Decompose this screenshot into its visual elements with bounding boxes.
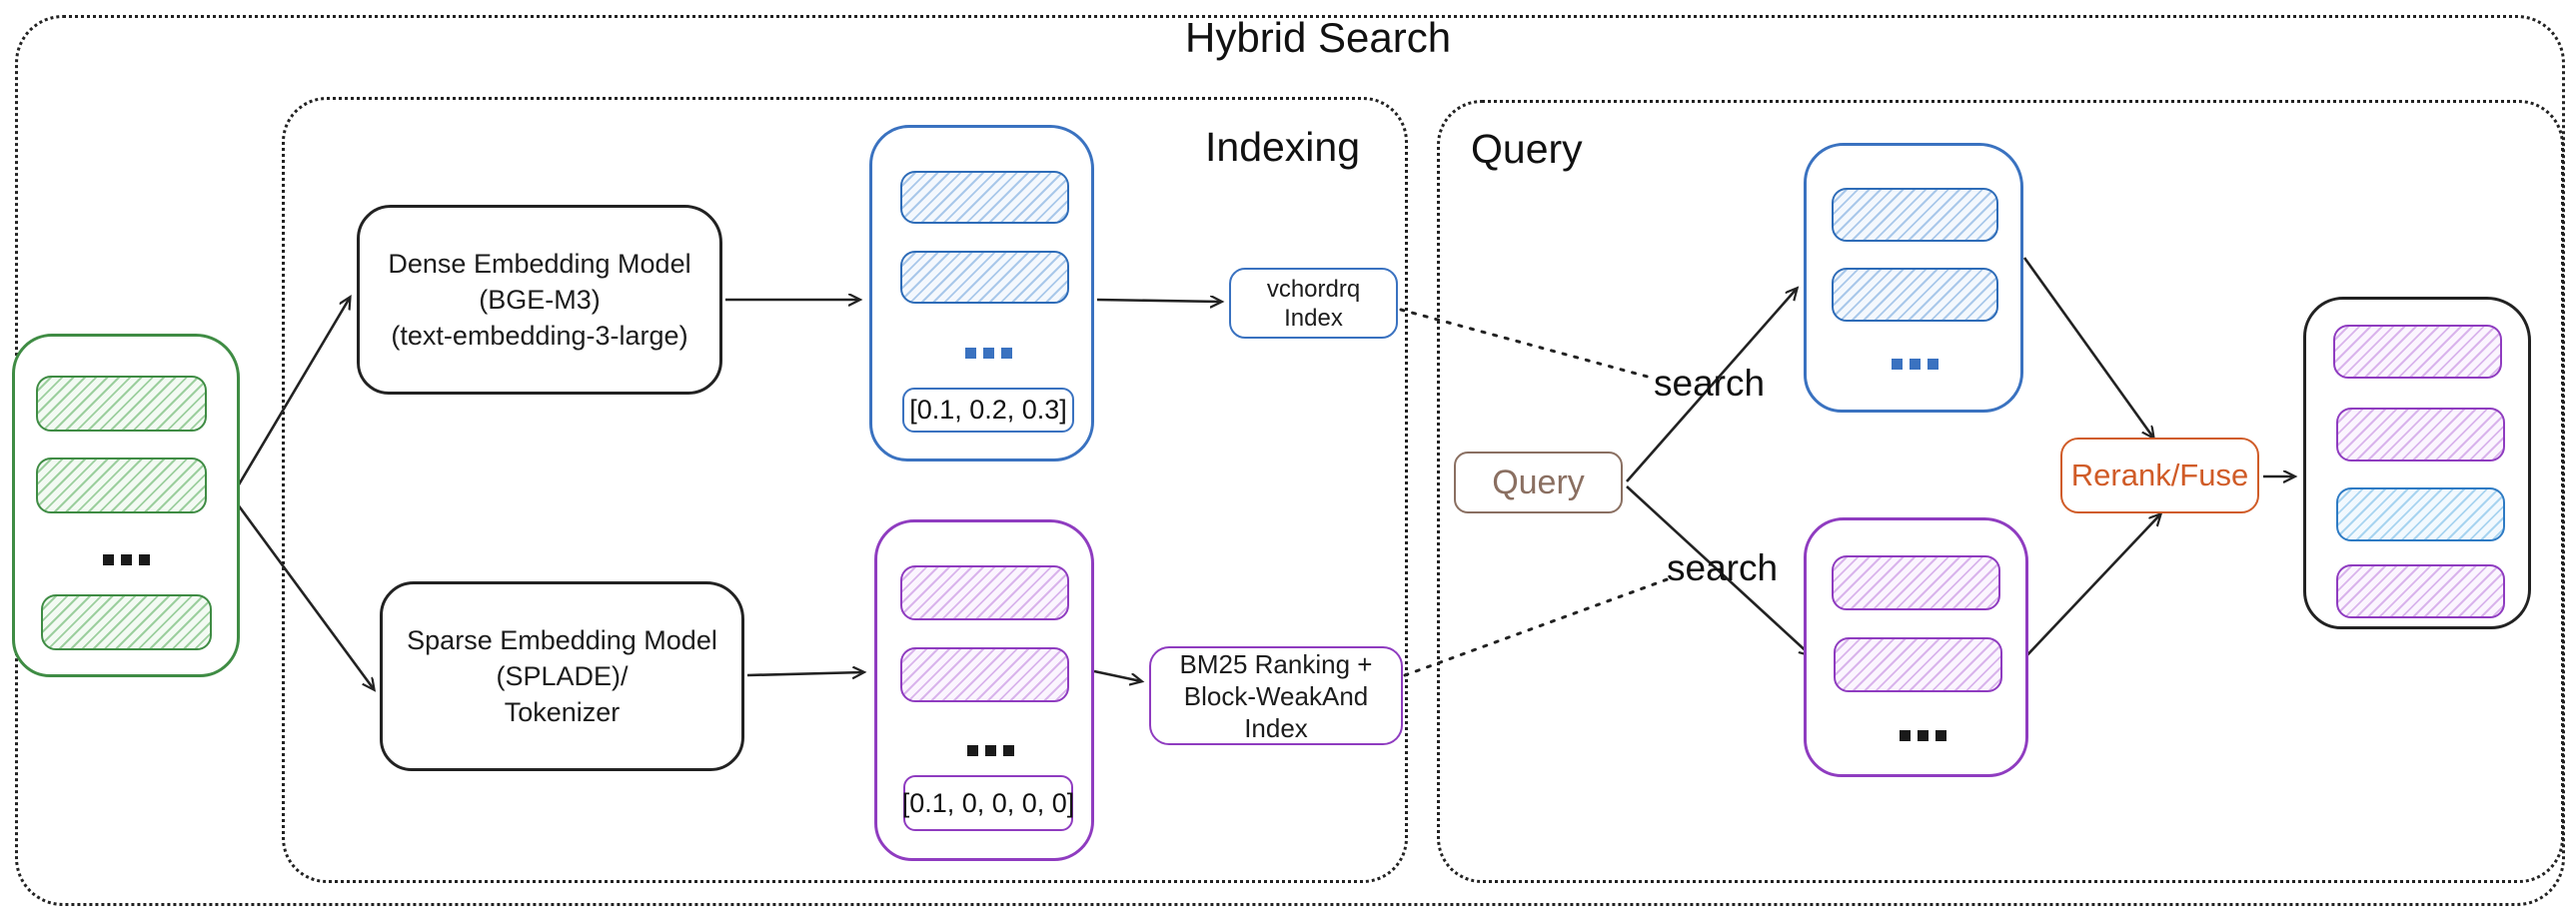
fused-results-stack xyxy=(2303,297,2531,629)
sparse-model-line1: Sparse Embedding Model xyxy=(407,625,717,655)
dense-model-line2: (BGE-M3) xyxy=(479,285,601,315)
sparse-vector-value: [0.1, 0, 0, 0, 0] xyxy=(901,787,1075,818)
indexing-section-label: Indexing xyxy=(1205,124,1361,170)
sparse-vectors-stack: [0.1, 0, 0, 0, 0] xyxy=(874,519,1094,861)
diagram-title: Hybrid Search xyxy=(1185,14,1452,61)
dense-index-line1: vchordrq xyxy=(1266,275,1361,303)
dense-model-line3: (text-embedding-3-large) xyxy=(391,321,688,351)
sparse-result-bar xyxy=(1834,637,2002,692)
fused-result-bar-dense xyxy=(2336,487,2505,541)
search-label-dense: search xyxy=(1654,363,1766,404)
ellipsis-dots xyxy=(967,745,1014,756)
ellipsis-dots xyxy=(1892,359,1938,370)
query-input-node: Query xyxy=(1454,452,1623,513)
sparse-vector-value-box: [0.1, 0, 0, 0, 0] xyxy=(901,775,1075,831)
sparse-embedding-model-node: Sparse Embedding Model (SPLADE)/ Tokeniz… xyxy=(380,581,744,771)
dense-vector-value-box: [0.1, 0.2, 0.3] xyxy=(902,388,1074,433)
ellipsis-dots xyxy=(965,348,1012,359)
fused-result-bar-sparse xyxy=(2333,325,2502,379)
document-chunk-bar xyxy=(36,376,207,432)
dense-model-line1: Dense Embedding Model xyxy=(388,249,691,279)
bm25-index-node: BM25 Ranking + Block-WeakAnd Index xyxy=(1149,646,1403,745)
dense-index-line2: Index xyxy=(1284,304,1343,332)
source-documents-stack xyxy=(12,334,240,677)
document-chunk-bar xyxy=(36,458,207,513)
ellipsis-dots xyxy=(1900,730,1946,741)
sparse-index-line2: Block-WeakAnd Index xyxy=(1183,680,1369,743)
dense-vector-bar xyxy=(900,251,1069,304)
search-label-sparse: search xyxy=(1667,547,1779,588)
rerank-fuse-node: Rerank/Fuse xyxy=(2060,438,2259,513)
fused-result-bar-sparse xyxy=(2336,564,2505,618)
dense-results-stack xyxy=(1804,143,2023,413)
ellipsis-dots xyxy=(103,554,150,565)
fused-result-bar-sparse xyxy=(2336,408,2505,461)
query-section xyxy=(1437,100,2564,883)
sparse-index-line1: BM25 Ranking + xyxy=(1179,648,1373,679)
sparse-vector-bar xyxy=(900,647,1069,702)
dense-embedding-model-node: Dense Embedding Model (BGE-M3) (text-emb… xyxy=(357,205,722,395)
sparse-vector-bar xyxy=(900,565,1069,620)
sparse-model-line2: (SPLADE)/ xyxy=(496,661,629,691)
query-input-label: Query xyxy=(1492,462,1585,501)
rerank-fuse-label: Rerank/Fuse xyxy=(2070,458,2249,492)
document-chunk-bar xyxy=(41,594,212,650)
vchordrq-index-node: vchordrq Index xyxy=(1229,268,1398,339)
dense-vectors-stack: [0.1, 0.2, 0.3] xyxy=(869,125,1094,461)
query-section-label: Query xyxy=(1471,126,1583,172)
dense-result-bar xyxy=(1832,268,1998,322)
sparse-model-line3: Tokenizer xyxy=(504,697,621,727)
sparse-result-bar xyxy=(1832,555,2000,610)
dense-vector-bar xyxy=(900,171,1069,224)
sparse-results-stack xyxy=(1804,517,2028,777)
dense-result-bar xyxy=(1832,188,1998,242)
dense-vector-value: [0.1, 0.2, 0.3] xyxy=(909,395,1067,425)
